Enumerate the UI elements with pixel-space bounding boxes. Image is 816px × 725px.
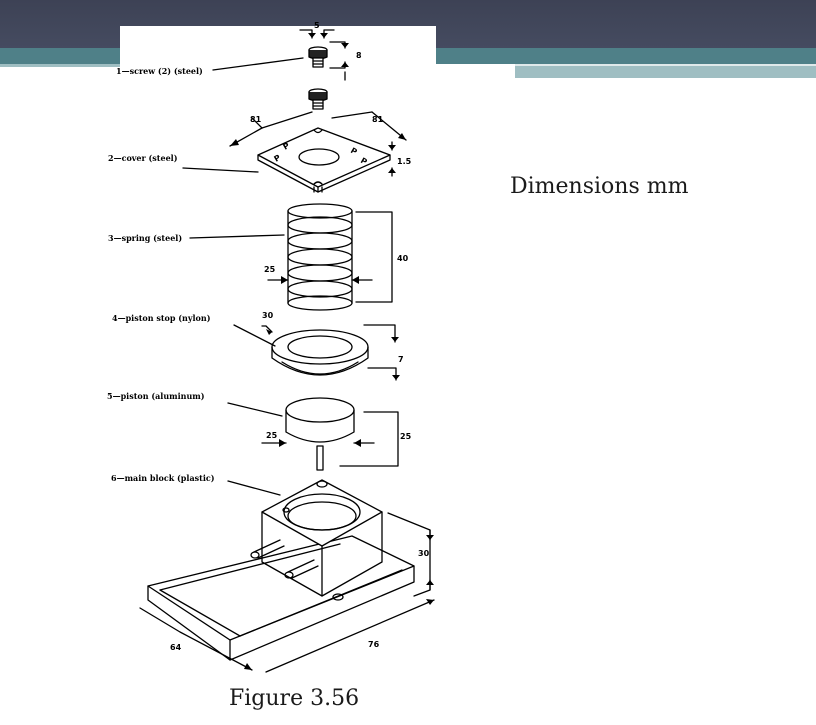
dim-stop-diameter: 30	[262, 311, 274, 320]
piston	[285, 397, 355, 471]
cover-mark-1: P	[273, 153, 283, 164]
screw-bottom	[308, 88, 328, 110]
figure-caption: Figure 3.56	[229, 686, 360, 711]
banner-thin-band	[515, 64, 816, 66]
dim-cover-right: 81	[372, 115, 384, 124]
cover-mark-4: P	[359, 156, 369, 167]
dim-piston-diameter: 25	[266, 431, 278, 440]
main-block-base	[147, 479, 415, 661]
dim-screw-width: 5	[314, 21, 320, 30]
banner-left-accent	[0, 64, 120, 67]
figure-panel	[120, 26, 436, 80]
dim-stop-height: 7	[398, 355, 404, 364]
dim-spring-diameter: 25	[264, 265, 276, 274]
piston-stop	[271, 329, 369, 376]
banner-light-band	[515, 66, 816, 78]
label-main-block: 6—main block (plastic)	[111, 473, 215, 483]
cover-mark-3: P	[349, 146, 359, 157]
dim-piston-height: 25	[400, 432, 412, 441]
screw-top	[308, 46, 328, 68]
dimensions-note: Dimensions mm	[510, 174, 689, 199]
dim-block-height: 30	[418, 549, 430, 558]
spring-coil	[287, 203, 353, 311]
cover-plate	[257, 127, 391, 193]
dim-cover-left: 81	[250, 115, 262, 124]
label-piston-stop: 4—piston stop (nylon)	[112, 313, 211, 323]
dim-cover-thickness: 1.5	[397, 157, 412, 166]
cover-mark-2: P	[282, 141, 292, 152]
label-spring: 3—spring (steel)	[108, 233, 182, 243]
dim-spring-height: 40	[397, 254, 409, 263]
dim-screw-height: 8	[356, 51, 362, 60]
label-piston: 5—piston (aluminum)	[107, 391, 205, 401]
label-screw: 1—screw (2) (steel)	[116, 66, 203, 76]
dim-base-depth: 64	[170, 643, 182, 652]
label-cover: 2—cover (steel)	[108, 153, 178, 163]
dim-base-width: 76	[368, 640, 380, 649]
